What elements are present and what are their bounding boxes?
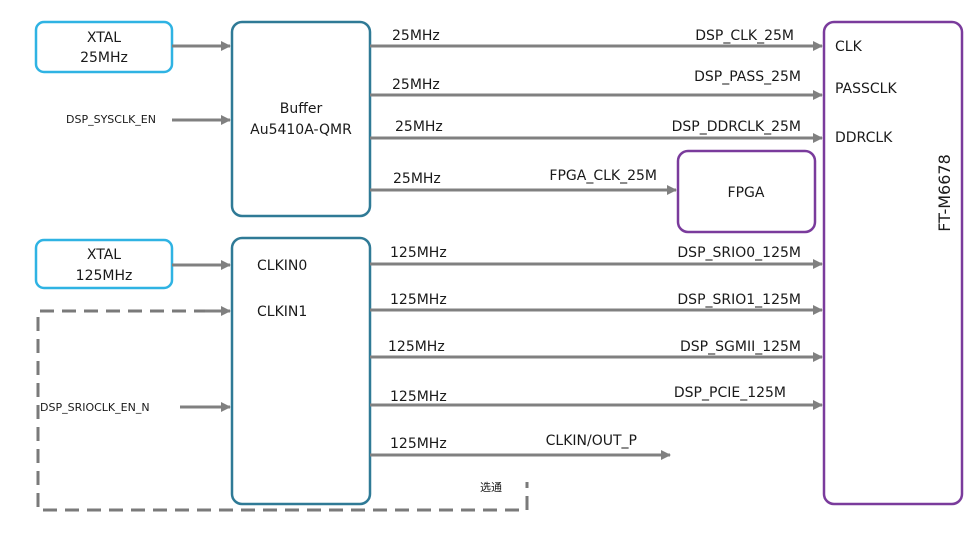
srioclk-en-label: DSP_SRIOCLK_EN_N	[40, 401, 150, 414]
signal-dsp-ddrclk-25m-freq: 25MHz	[395, 119, 443, 135]
clkin-box: CLKIN0 CLKIN1	[230, 236, 372, 506]
signal-clkin-out-p-name: CLKIN/OUT_P	[546, 433, 637, 449]
dsp-pin-clk: CLK	[835, 39, 863, 55]
optional-path-outline	[36, 309, 529, 512]
dsp-name: FT-M6678	[935, 154, 954, 232]
signal-dsp-sgmii-125m-freq: 125MHz	[388, 339, 445, 355]
signal-dsp-srio0-125m-freq: 125MHz	[390, 245, 447, 261]
dsp-pin-ddrclk: DDRCLK	[835, 130, 893, 146]
dsp-pin-passclk: PASSCLK	[835, 81, 897, 97]
xtal-25-line2: 25MHz	[80, 50, 128, 66]
clkin1-label: CLKIN1	[257, 304, 307, 320]
signal-dsp-pcie-125m-name: DSP_PCIE_125M	[674, 385, 786, 401]
signal-dsp-clk-25m-name: DSP_CLK_25M	[695, 28, 794, 44]
signal-dsp-ddrclk-25m-name: DSP_DDRCLK_25M	[672, 119, 801, 135]
fpga-box: FPGA	[676, 149, 817, 234]
sysclk-en-label: DSP_SYSCLK_EN	[66, 113, 156, 126]
xtal-125mhz-box: XTAL 125MHz	[34, 238, 174, 290]
buffer-line1: Buffer	[280, 101, 323, 117]
signal-dsp-pass-25m-name: DSP_PASS_25M	[694, 69, 801, 85]
signal-dsp-srio1-125m-freq: 125MHz	[390, 292, 447, 308]
signal-dsp-clk-25m-freq: 25MHz	[392, 28, 440, 44]
signal-dsp-srio1-125m-name: DSP_SRIO1_125M	[677, 292, 801, 308]
xtal-25mhz-box: XTAL 25MHz	[34, 20, 174, 74]
xtal-125-line2: 125MHz	[76, 268, 133, 284]
fpga-label: FPGA	[728, 185, 765, 201]
signal-dsp-pcie-125m-freq: 125MHz	[390, 389, 447, 405]
signal-dsp-sgmii-125m-name: DSP_SGMII_125M	[680, 339, 801, 355]
signal-fpga-clk-25m-name: FPGA_CLK_25M	[549, 168, 657, 184]
buffer-line2: Au5410A-QMR	[250, 122, 352, 138]
xtal-125-line1: XTAL	[87, 247, 121, 263]
signal-dsp-pass-25m-freq: 25MHz	[392, 77, 440, 93]
signal-dsp-srio0-125m-name: DSP_SRIO0_125M	[677, 245, 801, 261]
buffer-box: Buffer Au5410A-QMR	[230, 20, 372, 218]
dsp-box: CLK PASSCLK DDRCLK FT-M6678	[822, 20, 964, 506]
signal-clkin-out-p-freq: 125MHz	[390, 436, 447, 452]
xtal-25-line1: XTAL	[87, 30, 121, 46]
optional-note: 选通	[480, 481, 502, 494]
clkin0-label: CLKIN0	[257, 258, 307, 274]
signal-fpga-clk-25m-freq: 25MHz	[393, 171, 441, 187]
